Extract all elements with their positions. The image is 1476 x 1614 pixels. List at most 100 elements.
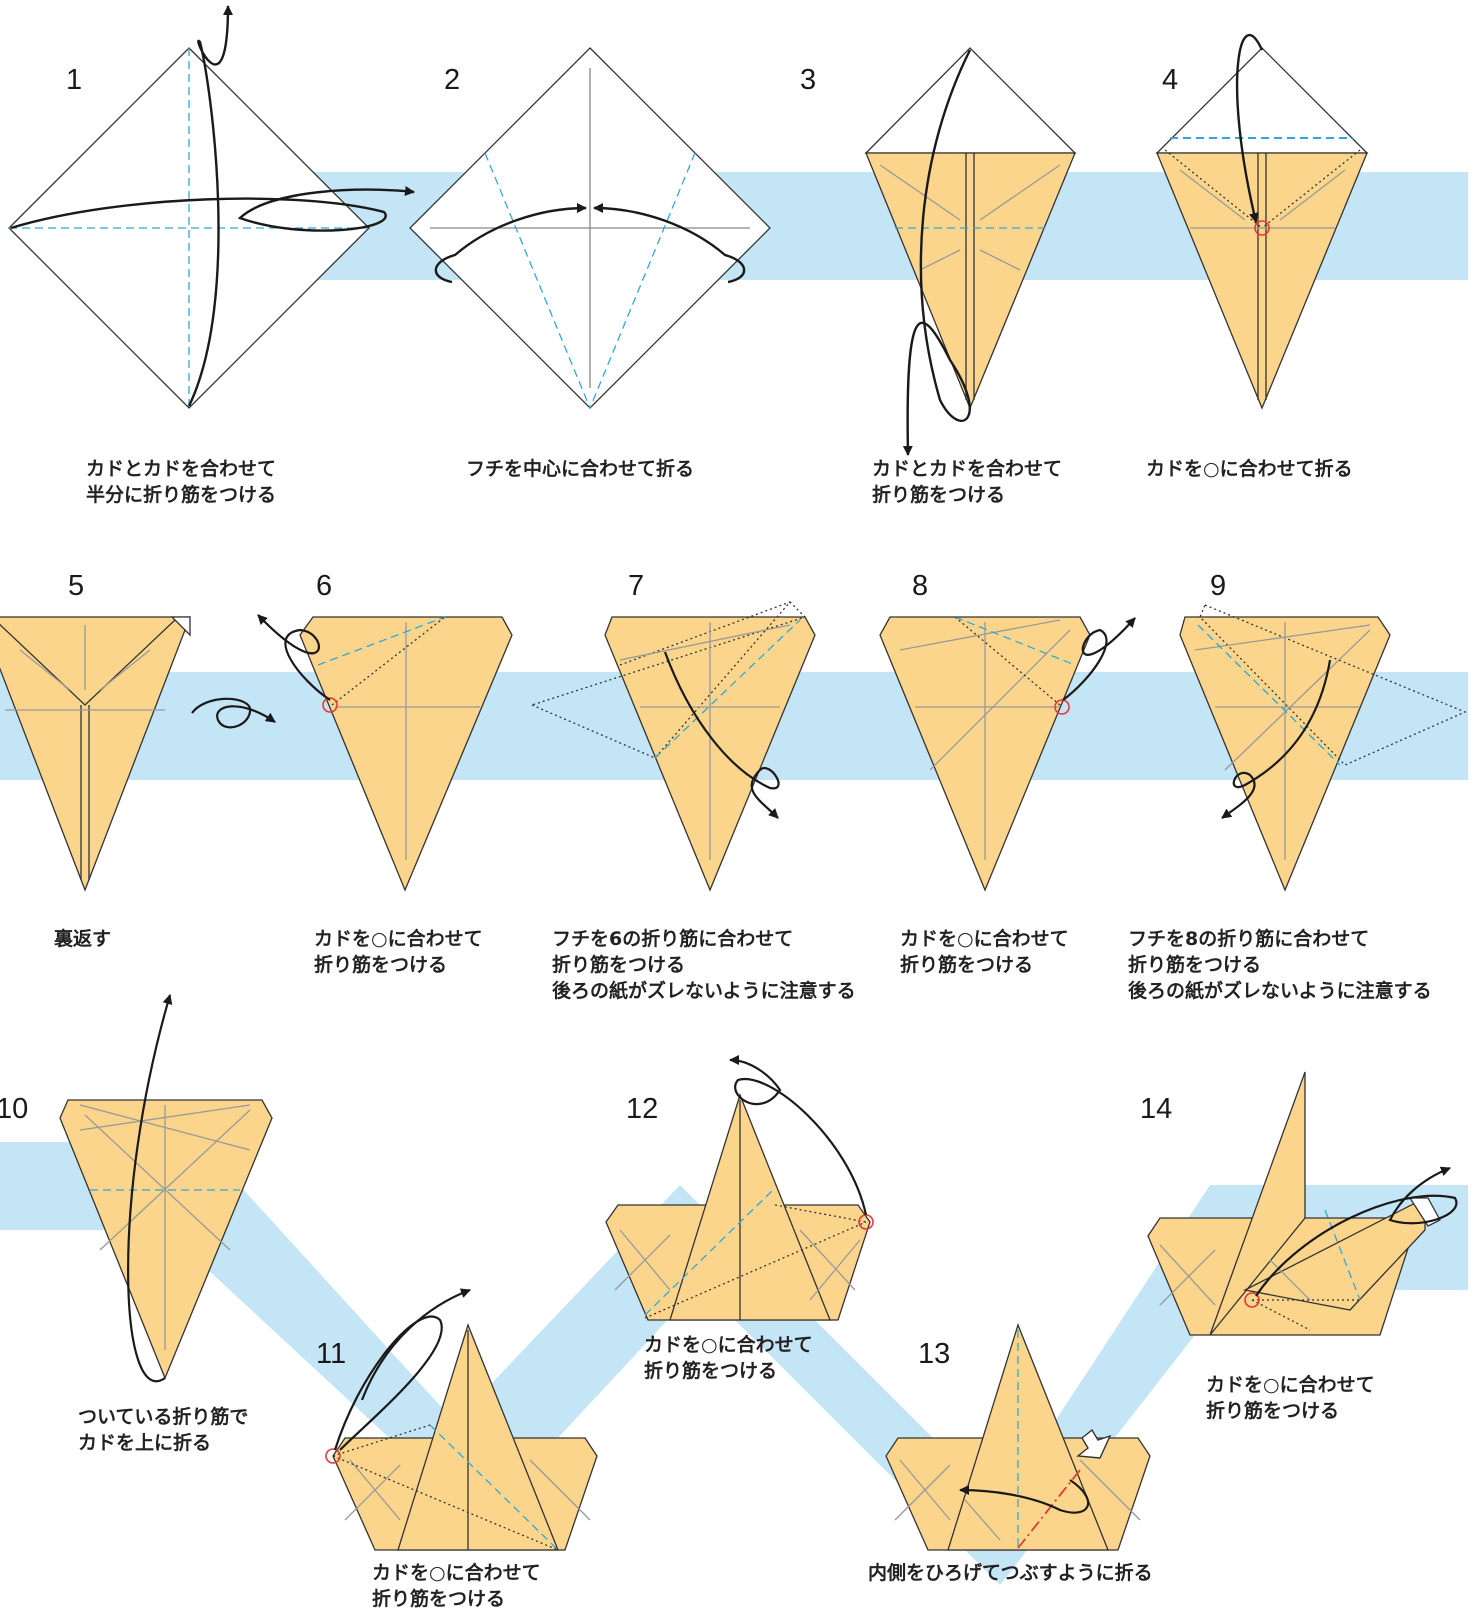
step-10-paper xyxy=(59,1099,273,1380)
step-2-valley-right xyxy=(589,152,696,409)
step-2-valley-left xyxy=(484,152,591,409)
step-2-caption: フチを中心に合わせて折る xyxy=(466,456,694,482)
step-9-arrow xyxy=(1221,659,1332,819)
step-13-caption-line-1: 内側をひろげてつぶすように折る xyxy=(868,1562,1153,1584)
step-1-caption: カドとカドを合わせて 半分に折り筋をつける xyxy=(86,456,276,508)
step-9-number: 9 xyxy=(1210,570,1227,602)
step-9-figure xyxy=(1179,604,1467,892)
step-10-crease-d xyxy=(84,1114,231,1251)
step-4-crease-b xyxy=(1279,169,1346,221)
step-9-crease-a xyxy=(1194,624,1371,651)
step-5-figure xyxy=(0,616,276,892)
step-14-dotted-b xyxy=(1251,1299,1311,1331)
step-13-crease-d xyxy=(964,1499,1001,1541)
step-4-caption: カドを○に合わせて折る xyxy=(1146,456,1353,482)
step-13-push-arrow xyxy=(1076,1428,1112,1459)
step-5-caption: 裏返す xyxy=(54,926,111,952)
step-13-crease-b xyxy=(894,1464,951,1521)
step-12-figure xyxy=(605,1055,874,1321)
step-4-dotted-right xyxy=(1261,149,1361,229)
step-13-peak xyxy=(947,1323,1109,1551)
step-8-caption: カドを○に合わせて 折り筋をつける xyxy=(900,926,1069,978)
step-3-caption-line-1: カドとカドを合わせて xyxy=(872,458,1063,480)
step-1-arrow-right xyxy=(10,186,415,232)
step-11-number: 11 xyxy=(316,1338,347,1370)
step-12-crease-c xyxy=(799,1229,856,1291)
step-8-crease-a xyxy=(899,619,1061,651)
step-14-target-circle xyxy=(1244,1292,1260,1308)
step-11-crease-c xyxy=(529,1459,591,1521)
step-7-caption-line-1: フチを6の折り筋に合わせて xyxy=(552,928,794,950)
step-7-figure xyxy=(530,601,816,892)
step-6-number: 6 xyxy=(316,570,333,602)
step-9-crease-b xyxy=(1224,629,1371,771)
step-7-caption: フチを6の折り筋に合わせて 折り筋をつける 後ろの紙がズレないように注意する xyxy=(552,926,856,1004)
step-3-top-flap xyxy=(864,47,1077,154)
step-14-crease-b xyxy=(1159,1249,1216,1306)
step-13-figure xyxy=(885,1323,1151,1551)
step-11-arrow-head xyxy=(360,1288,471,1401)
step-6-target-circle xyxy=(322,697,338,713)
step-6-caption-line-1: カドを○に合わせて xyxy=(314,928,483,950)
step-11-arrow xyxy=(333,1315,443,1451)
step-8-figure xyxy=(879,616,1136,892)
step-2-caption-line-1: フチを中心に合わせて折る xyxy=(466,458,695,480)
step-12-dotted-a xyxy=(644,1221,867,1319)
step-3-number: 3 xyxy=(800,64,817,96)
step-1-caption-line-2: 半分に折り筋をつける xyxy=(86,484,277,506)
step-1-figure xyxy=(8,5,415,409)
step-1-arrow-up xyxy=(187,5,233,407)
step-2-arrow-right xyxy=(593,203,746,284)
step-11-crease-b xyxy=(344,1464,401,1521)
step-14-caption-line-1: カドを○に合わせて xyxy=(1206,1374,1375,1396)
step-8-target-circle xyxy=(1054,699,1070,715)
step-12-caption: カドを○に合わせて 折り筋をつける xyxy=(644,1332,813,1384)
step-6-arrow xyxy=(257,614,331,701)
step-11-figure xyxy=(325,1288,598,1551)
step-2-number: 2 xyxy=(444,64,461,96)
step-14-caption-line-2: 折り筋をつける xyxy=(1206,1400,1340,1422)
step-7-caption-line-3: 後ろの紙がズレないように注意する xyxy=(552,980,856,1002)
step-4-figure xyxy=(1155,34,1369,410)
step-12-caption-line-2: 折り筋をつける xyxy=(644,1360,778,1382)
step-13-crease-c xyxy=(1079,1459,1141,1521)
step-8-caption-line-1: カドを○に合わせて xyxy=(900,928,1069,950)
step-14-figure xyxy=(1147,1071,1458,1336)
step-3-caption: カドとカドを合わせて 折り筋をつける xyxy=(872,456,1062,508)
step-7-caption-line-2: 折り筋をつける xyxy=(552,954,686,976)
step-5-caption-line-1: 裏返す xyxy=(54,928,112,950)
step-7-valley xyxy=(654,619,801,759)
step-14-flap xyxy=(1209,1071,1306,1336)
step-5-kite xyxy=(0,616,191,892)
step-12-arrow xyxy=(729,1055,868,1216)
step-5-crease-a xyxy=(19,649,71,691)
step-9-caption: フチを8の折り筋に合わせて 折り筋をつける 後ろの紙がズレないように注意する xyxy=(1128,926,1432,1004)
step-12-crease-b xyxy=(614,1234,671,1291)
step-11-caption-line-1: カドを○に合わせて xyxy=(372,1562,541,1584)
step-4-crease-a xyxy=(1179,169,1246,221)
step-3-crease-c xyxy=(919,249,961,271)
step-1-number: 1 xyxy=(66,64,83,96)
step-6-caption-line-2: 折り筋をつける xyxy=(314,954,448,976)
step-14-crease-a xyxy=(1159,1244,1216,1306)
step-10-arrow xyxy=(127,994,173,1383)
step-11-target-circle xyxy=(325,1448,341,1464)
step-8-number: 8 xyxy=(912,570,929,602)
step-5-flap-left xyxy=(0,619,176,706)
step-11-caption: カドを○に合わせて 折り筋をつける xyxy=(372,1560,541,1612)
step-4-arrow xyxy=(1235,34,1264,223)
step-5-crease-b xyxy=(99,649,151,691)
step-13-caption: 内側をひろげてつぶすように折る xyxy=(868,1560,1153,1586)
step-4-caption-line-1: カドを○に合わせて折る xyxy=(1146,458,1353,480)
step-9-caption-line-1: フチを8の折り筋に合わせて xyxy=(1128,928,1370,950)
step-14-arrow xyxy=(1255,1166,1458,1297)
step-4-number: 4 xyxy=(1162,64,1179,96)
step-11-valley xyxy=(429,1424,559,1551)
step-2-figure xyxy=(409,47,771,409)
step-2-arrow-left xyxy=(434,203,587,284)
step-10-caption-line-2: カドを上に折る xyxy=(78,1432,212,1454)
step-3-crease-b xyxy=(979,164,1061,221)
step-14-valley xyxy=(1324,1209,1361,1301)
step-5-tip xyxy=(170,616,191,637)
